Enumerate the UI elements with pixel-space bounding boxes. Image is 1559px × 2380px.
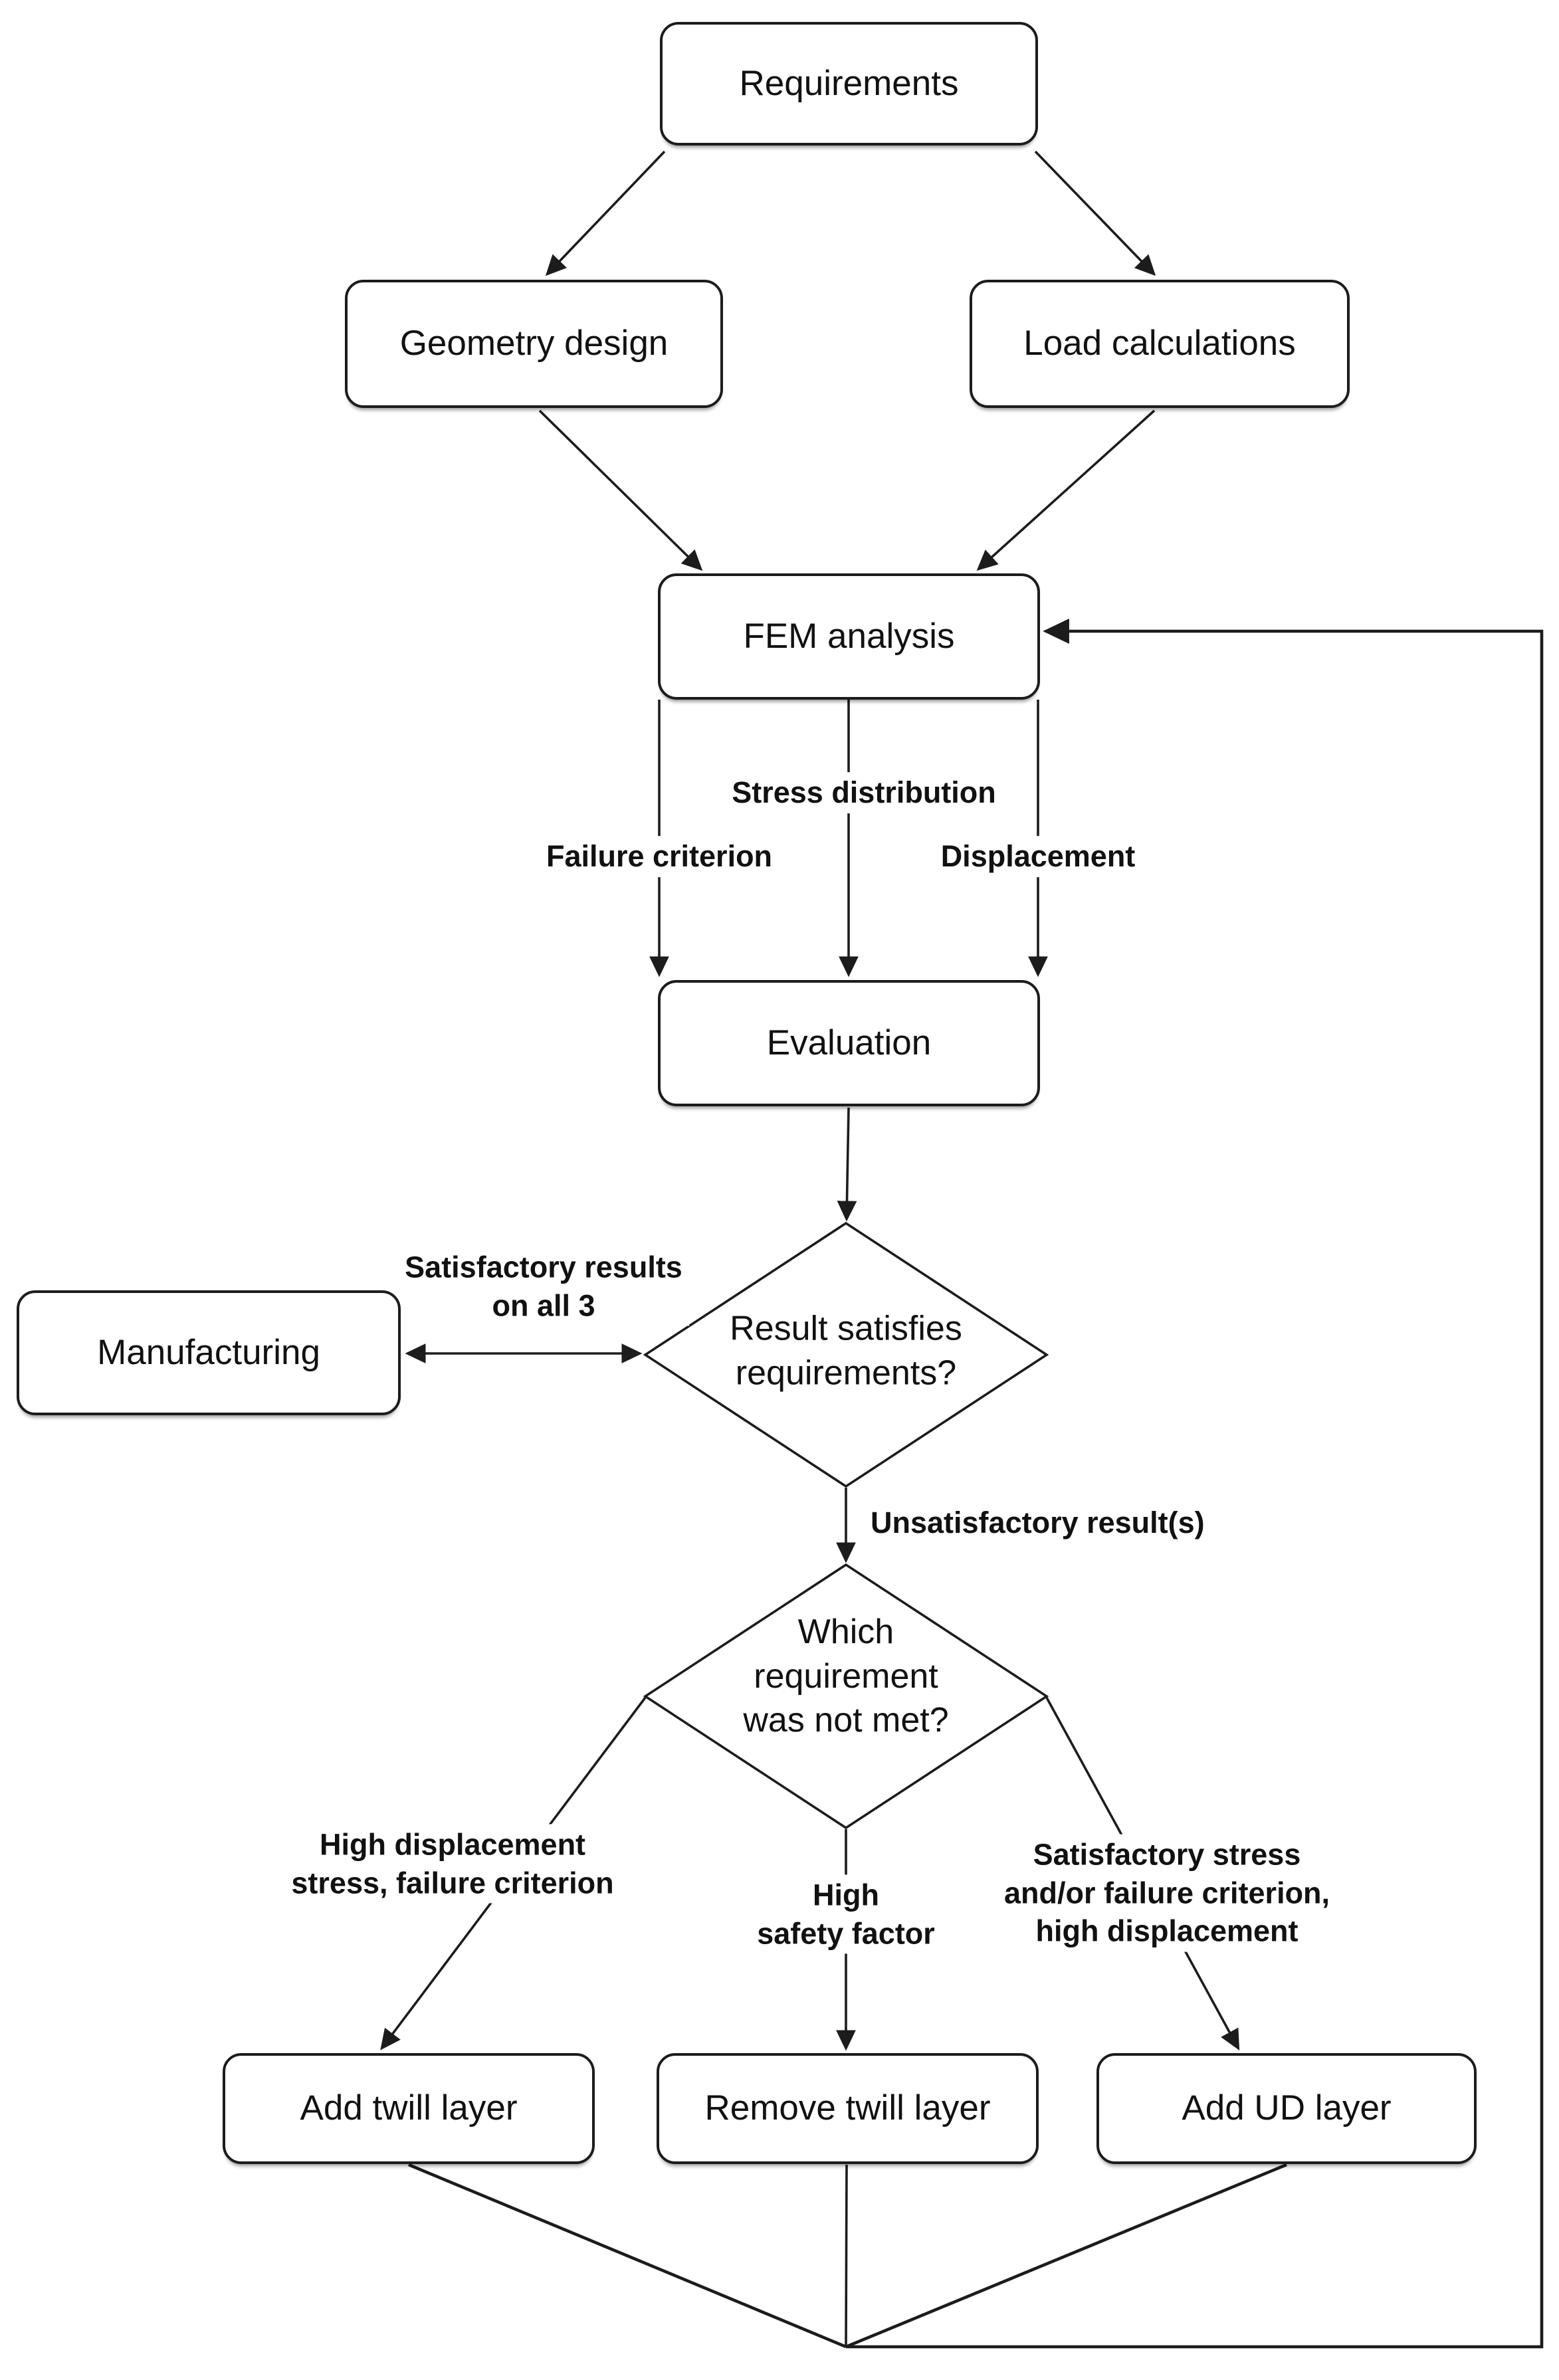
- edge-label-displacement: Displacement: [934, 836, 1142, 877]
- decision-which-requirement-line2: requirement: [754, 1656, 938, 1696]
- edge-label-branch-mid-line2: safety factor: [757, 1916, 935, 1950]
- node-remove-twill-layer: Remove twill layer: [657, 2053, 1039, 2164]
- edge-add-ud-collector: [845, 2163, 1287, 2349]
- node-evaluation: Evaluation: [658, 980, 1040, 1106]
- edge-label-branch-left: High displacement stress, failure criter…: [284, 1824, 621, 1904]
- decision-result-satisfies-text: Result satisfies requirements?: [730, 1306, 962, 1395]
- node-fem-analysis: FEM analysis: [658, 573, 1040, 700]
- edge-add-twill-collector: [408, 2163, 847, 2349]
- edge-label-unsatisfactory: Unsatisfactory result(s): [864, 1502, 1211, 1543]
- edge-label-branch-right-line1: Satisfactory stress: [1033, 1837, 1301, 1872]
- edge-label-branch-right: Satisfactory stress and/or failure crite…: [997, 1834, 1337, 1952]
- edge-label-satisfactory: Satisfactory results on all 3: [398, 1246, 689, 1326]
- edge-requirements-to-geometry: [545, 150, 666, 276]
- edge-label-branch-right-line2: and/or failure criterion,: [1003, 1876, 1330, 1910]
- edge-requirements-to-load: [1034, 150, 1156, 276]
- edge-label-branch-mid: High safety factor: [750, 1874, 942, 1954]
- edge-evaluation-to-decision: [837, 1107, 857, 1222]
- decision-which-requirement-line3: was not met?: [743, 1701, 949, 1740]
- node-add-ud-layer: Add UD layer: [1096, 2053, 1477, 2164]
- edge-label-satisfactory-line1: Satisfactory results: [405, 1250, 682, 1284]
- decision-result-satisfies-line1: Result satisfies: [730, 1309, 962, 1348]
- edge-load-to-fem: [976, 409, 1156, 571]
- edge-feedback-to-fem: [846, 618, 1544, 2349]
- edge-label-branch-right-line3: high displacement: [1035, 1914, 1299, 1948]
- edge-label-failure-criterion: Failure criterion: [539, 836, 780, 877]
- node-requirements: Requirements: [660, 22, 1038, 146]
- decision-diamond-which-requirement: [643, 1563, 1049, 1830]
- decision-diamond-result-satisfies: [643, 1221, 1049, 1488]
- edge-label-satisfactory-line2: on all 3: [492, 1288, 595, 1322]
- edge-label-branch-mid-line1: High: [813, 1878, 879, 1912]
- decision-result-satisfies-line2: requirements?: [735, 1353, 957, 1392]
- edge-remove-twill-collector: [845, 2164, 848, 2347]
- decision-which-requirement-line1: Which: [797, 1613, 894, 1652]
- edge-label-branch-left-line1: High displacement: [319, 1827, 586, 1862]
- node-geometry-design: Geometry design: [345, 280, 723, 408]
- node-add-twill-layer: Add twill layer: [223, 2053, 595, 2164]
- edge-label-stress-distribution: Stress distribution: [725, 772, 1003, 813]
- edge-label-branch-left-line2: stress, failure criterion: [291, 1866, 614, 1900]
- edge-geometry-to-fem: [538, 409, 703, 571]
- decision-which-requirement-text: Which requirement was not met?: [743, 1610, 948, 1743]
- node-load-calculations: Load calculations: [970, 280, 1350, 408]
- node-manufacturing: Manufacturing: [17, 1290, 401, 1415]
